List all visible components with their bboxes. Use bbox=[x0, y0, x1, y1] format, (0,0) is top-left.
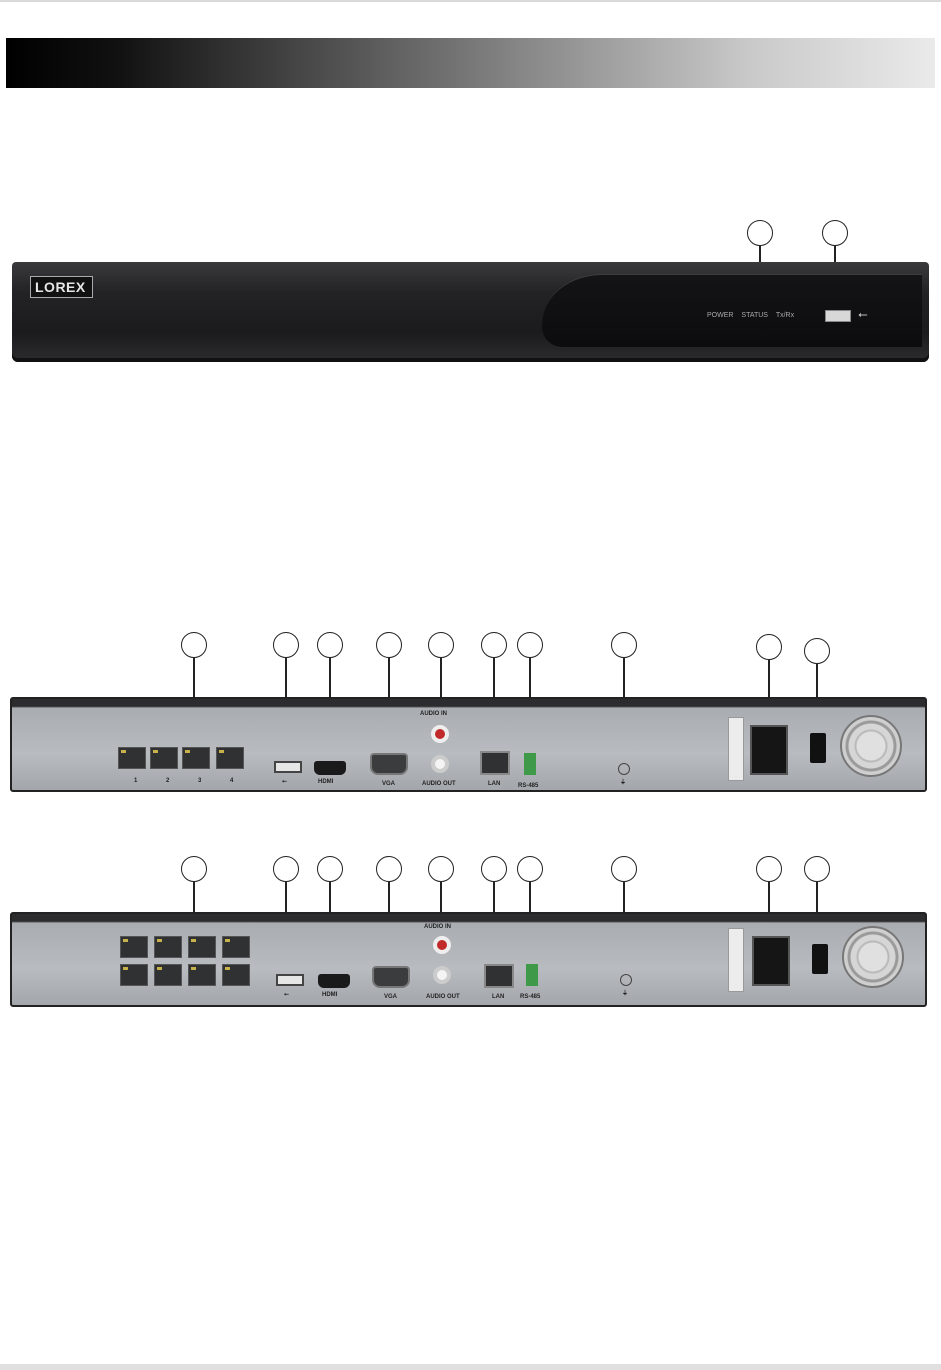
callout-status-leds bbox=[747, 220, 773, 246]
callout-poe-ports bbox=[181, 856, 207, 882]
callout-power-switch bbox=[804, 638, 830, 664]
callout-usb bbox=[273, 632, 299, 658]
callout-lan bbox=[481, 856, 507, 882]
usb-icon: ⭠ bbox=[284, 992, 289, 998]
poe-port bbox=[182, 747, 210, 769]
callout-vga bbox=[376, 632, 402, 658]
led-label-txrx: Tx/Rx bbox=[775, 312, 795, 319]
vga-label: VGA bbox=[382, 781, 396, 787]
rear-usb-port bbox=[274, 761, 302, 773]
poe-port bbox=[154, 964, 182, 986]
rs485-label: RS-485 bbox=[520, 994, 541, 1000]
ground-icon: ⏚ bbox=[620, 780, 627, 786]
rs485-terminal bbox=[526, 964, 538, 986]
power-socket bbox=[752, 936, 790, 986]
rs485-terminal bbox=[524, 753, 536, 775]
vga-label: VGA bbox=[384, 994, 398, 1000]
lan-port bbox=[484, 964, 514, 988]
ground-icon: ⏚ bbox=[622, 991, 629, 997]
power-socket bbox=[750, 725, 788, 775]
lorex-logo: LOREX bbox=[30, 276, 93, 298]
poe-port-label: 1 bbox=[134, 778, 138, 784]
leader-line bbox=[768, 660, 770, 724]
audio-out-label: AUDIO OUT bbox=[426, 994, 460, 1000]
led-label-power: POWER bbox=[707, 312, 734, 319]
hdmi-label: HDMI bbox=[318, 779, 334, 785]
vga-port bbox=[370, 753, 408, 775]
callout-power-socket bbox=[756, 634, 782, 660]
power-switch bbox=[812, 944, 828, 974]
poe-port bbox=[188, 964, 216, 986]
audio-in-label: AUDIO IN bbox=[420, 711, 447, 717]
callout-rs485 bbox=[517, 856, 543, 882]
callout-usb bbox=[273, 856, 299, 882]
ground-screw bbox=[620, 974, 632, 986]
led-labels: POWER STATUS Tx/Rx bbox=[707, 312, 800, 319]
vga-port bbox=[372, 966, 410, 988]
callout-power-socket bbox=[756, 856, 782, 882]
fan-grille bbox=[840, 715, 902, 777]
callout-poe-ports bbox=[181, 632, 207, 658]
poe-port bbox=[150, 747, 178, 769]
callout-vga bbox=[376, 856, 402, 882]
lan-label: LAN bbox=[492, 994, 505, 1000]
callout-hdmi bbox=[317, 856, 343, 882]
leader-line bbox=[440, 882, 442, 926]
rear-panel-8ch-image: ⭠ HDMI VGA AUDIO IN AUDIO OUT LAN RS-485… bbox=[10, 912, 927, 1007]
lan-label: LAN bbox=[488, 781, 501, 787]
callout-ground bbox=[611, 856, 637, 882]
poe-port bbox=[118, 747, 146, 769]
poe-port bbox=[120, 936, 148, 958]
audio-out-label: AUDIO OUT bbox=[422, 781, 456, 787]
ground-screw bbox=[618, 763, 630, 775]
rs485-label: RS-485 bbox=[518, 783, 539, 789]
top-rule bbox=[0, 0, 941, 2]
poe-port-label: 2 bbox=[166, 778, 170, 784]
callout-audio bbox=[428, 632, 454, 658]
rear-panel-4ch-image: 1 2 3 4 ⭠ HDMI VGA AUDIO IN AUDIO OUT LA… bbox=[10, 697, 927, 792]
front-usb-port bbox=[825, 310, 851, 322]
psu-rating-label bbox=[728, 717, 744, 781]
power-switch bbox=[810, 733, 826, 763]
section-header-bar bbox=[6, 38, 935, 88]
callout-rs485 bbox=[517, 632, 543, 658]
lan-port bbox=[480, 751, 510, 775]
led-label-status: STATUS bbox=[741, 312, 768, 319]
leader-line bbox=[193, 882, 195, 936]
audio-out-jack bbox=[431, 755, 449, 773]
audio-in-label: AUDIO IN bbox=[424, 924, 451, 930]
callout-front-usb bbox=[822, 220, 848, 246]
callout-power-switch bbox=[804, 856, 830, 882]
poe-port bbox=[120, 964, 148, 986]
poe-port bbox=[222, 936, 250, 958]
poe-port bbox=[216, 747, 244, 769]
leader-line bbox=[440, 658, 442, 706]
audio-out-jack bbox=[433, 966, 451, 984]
usb-icon: ⭠ bbox=[282, 779, 287, 785]
usb-icon: ⭠ bbox=[858, 307, 868, 321]
poe-port-label: 3 bbox=[198, 778, 202, 784]
rear-usb-port bbox=[276, 974, 304, 986]
callout-hdmi bbox=[317, 632, 343, 658]
audio-in-jack bbox=[431, 725, 449, 743]
leader-line bbox=[768, 882, 770, 940]
callout-lan bbox=[481, 632, 507, 658]
bottom-rule bbox=[0, 1364, 941, 1370]
front-panel-image: LOREX POWER STATUS Tx/Rx ⭠ bbox=[12, 262, 929, 362]
poe-port-label: 4 bbox=[230, 778, 234, 784]
poe-port bbox=[222, 964, 250, 986]
hdmi-label: HDMI bbox=[322, 992, 338, 998]
hdmi-port bbox=[314, 761, 346, 775]
front-bevel bbox=[542, 274, 922, 347]
callout-ground bbox=[611, 632, 637, 658]
callout-audio bbox=[428, 856, 454, 882]
hdmi-port bbox=[318, 974, 350, 988]
poe-port bbox=[188, 936, 216, 958]
fan-grille bbox=[842, 926, 904, 988]
audio-in-jack bbox=[433, 936, 451, 954]
poe-port bbox=[154, 936, 182, 958]
psu-rating-label bbox=[728, 928, 744, 992]
